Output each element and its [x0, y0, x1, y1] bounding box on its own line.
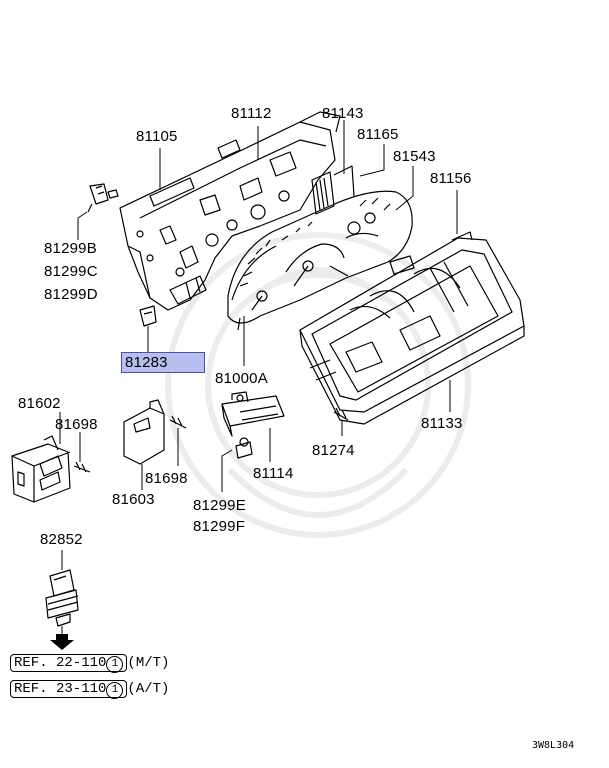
ref-suffix: (M/T)	[127, 655, 170, 671]
label-81114[interactable]: 81114	[253, 465, 294, 482]
label-81543[interactable]: 81543	[393, 148, 436, 165]
ref-number: 1	[106, 656, 124, 673]
ref-prefix: REF. 23-110	[14, 681, 107, 697]
label-81143[interactable]: 81143	[322, 105, 364, 122]
ref-suffix: (A/T)	[127, 681, 170, 697]
leader-lines	[59, 120, 458, 636]
label-81133[interactable]: 81133	[421, 415, 463, 432]
switch-unit	[11, 435, 71, 503]
harness-part	[221, 391, 285, 437]
label-81112[interactable]: 81112	[231, 105, 272, 122]
label-81603[interactable]: 81603	[112, 491, 155, 508]
screw-81274	[333, 407, 349, 421]
down-arrow-icon	[50, 634, 74, 650]
label-81105[interactable]: 81105	[136, 128, 178, 145]
cover-part	[123, 399, 165, 465]
clip-part	[139, 305, 157, 327]
ref-number: 1	[106, 682, 124, 699]
bulb-part	[235, 437, 253, 459]
meter-case-and-glass	[299, 231, 525, 425]
label-81698-left[interactable]: 81698	[55, 416, 98, 433]
dial-plate	[227, 190, 413, 331]
diagram-code: 3W8L304	[532, 740, 575, 751]
label-81299c[interactable]: 81299C	[44, 263, 98, 280]
label-81299e[interactable]: 81299E	[193, 497, 246, 514]
ref-prefix: REF. 22-110	[14, 655, 107, 671]
label-81299d[interactable]: 81299D	[44, 286, 98, 303]
label-81165[interactable]: 81165	[357, 126, 399, 143]
label-81299f[interactable]: 81299F	[193, 518, 246, 535]
printed-circuit-housing	[119, 111, 355, 311]
label-81274[interactable]: 81274	[312, 442, 355, 459]
label-81299b[interactable]: 81299B	[44, 240, 97, 257]
label-81602[interactable]: 81602	[18, 395, 61, 412]
bulb-socket	[87, 183, 119, 213]
screw-81698-left	[73, 461, 91, 473]
label-81283-highlighted[interactable]: 81283	[121, 352, 205, 373]
watermark-seal	[165, 232, 471, 538]
label-81000a[interactable]: 81000A	[215, 370, 268, 387]
label-81698-right[interactable]: 81698	[145, 470, 188, 487]
speed-sensor	[45, 569, 79, 627]
screw-81698-right	[169, 415, 187, 429]
label-81156[interactable]: 81156	[430, 170, 472, 187]
label-82852[interactable]: 82852	[40, 531, 83, 548]
